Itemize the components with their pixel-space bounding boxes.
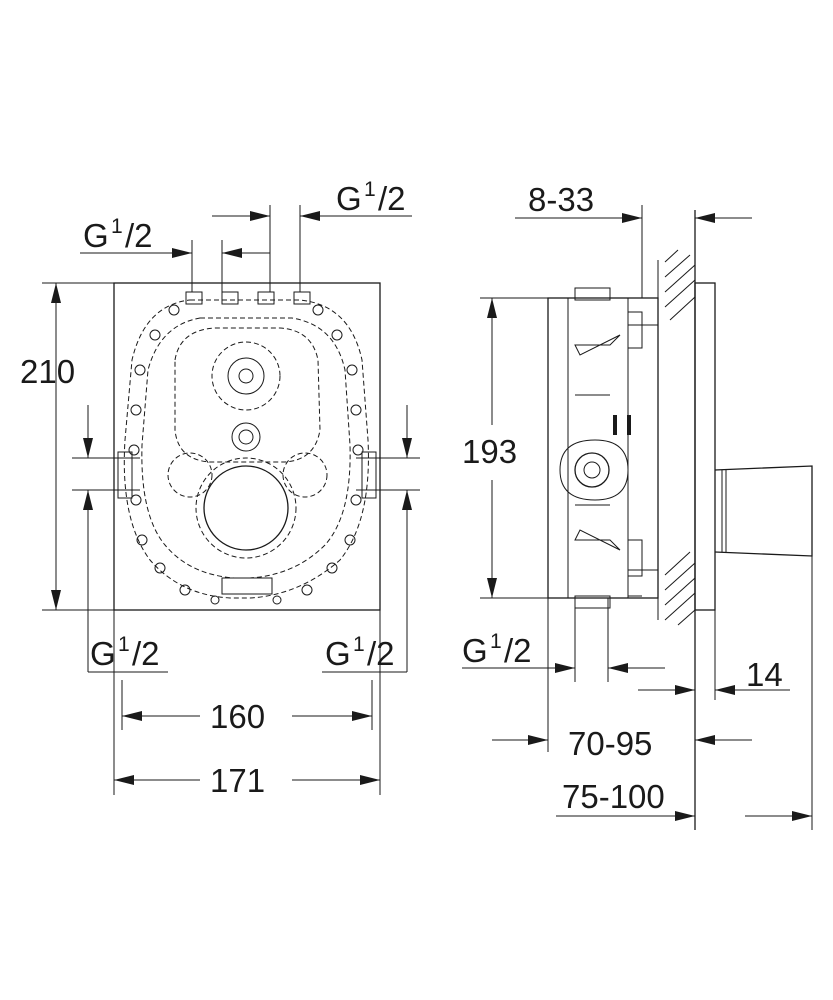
dim-label-14: 14 xyxy=(746,656,783,693)
left-boss xyxy=(167,452,213,498)
thread-label-bottom-right: G 1 /2 xyxy=(325,633,395,672)
thread-denominator: /2 xyxy=(132,635,160,672)
thread-label-top-right: G 1 /2 xyxy=(336,178,406,217)
dim-label-75-100: 75-100 xyxy=(562,778,665,815)
port-bottom xyxy=(221,577,273,595)
small-valve-center xyxy=(238,429,254,445)
thread-label-top-left: G 1 /2 xyxy=(83,215,153,254)
thread-numerator: 1 xyxy=(353,633,365,656)
thread-prefix: G xyxy=(336,180,362,217)
dim-label-171: 171 xyxy=(210,762,265,799)
side-outlet-port xyxy=(574,452,610,488)
main-opening-ring xyxy=(195,457,297,559)
thread-numerator: 1 xyxy=(364,178,376,201)
port-top-2 xyxy=(221,291,239,305)
thread-denominator: /2 xyxy=(504,632,532,669)
thread-label-bottom-left: G 1 /2 xyxy=(90,633,160,672)
thread-denominator: /2 xyxy=(378,180,406,217)
front-housing-outline xyxy=(113,282,381,611)
dim-label-193: 193 xyxy=(462,433,517,470)
right-boss xyxy=(282,452,328,498)
dim-label-70-95: 70-95 xyxy=(568,725,652,762)
side-outlet xyxy=(559,439,629,501)
thread-denominator: /2 xyxy=(367,635,395,672)
fitting-bottom xyxy=(627,539,643,577)
port-top-4 xyxy=(293,291,311,305)
front-view xyxy=(42,205,420,795)
thread-prefix: G xyxy=(462,632,488,669)
mounting-holes xyxy=(128,304,364,605)
mounting-plate-inner xyxy=(141,317,351,579)
dim-label-210: 210 xyxy=(20,353,75,390)
thread-label-side: G 1 /2 xyxy=(462,630,532,669)
upper-valve-outer xyxy=(211,341,281,411)
mounting-plate-outline xyxy=(123,299,369,599)
thread-numerator: 1 xyxy=(111,215,123,238)
handle xyxy=(714,465,813,557)
upper-valve-ring xyxy=(227,357,265,395)
port-top-1 xyxy=(185,291,203,305)
thread-prefix: G xyxy=(83,217,109,254)
thread-numerator: 1 xyxy=(118,633,130,656)
port-left xyxy=(117,451,133,499)
side-view xyxy=(462,205,813,830)
upper-valve-center xyxy=(238,368,254,384)
thread-prefix: G xyxy=(90,635,116,672)
port-top-3 xyxy=(257,291,275,305)
cover-plate xyxy=(694,282,716,611)
wall-hatch xyxy=(657,249,696,626)
dim-label-160: 160 xyxy=(210,698,265,735)
port-right xyxy=(361,451,377,499)
small-valve xyxy=(231,422,261,452)
thread-denominator: /2 xyxy=(125,217,153,254)
thread-prefix: G xyxy=(325,635,351,672)
main-opening xyxy=(203,465,289,551)
thread-numerator: 1 xyxy=(490,630,502,653)
dim-label-8-33: 8-33 xyxy=(528,181,594,218)
fitting-top xyxy=(627,311,643,349)
inner-cavity xyxy=(174,327,321,463)
